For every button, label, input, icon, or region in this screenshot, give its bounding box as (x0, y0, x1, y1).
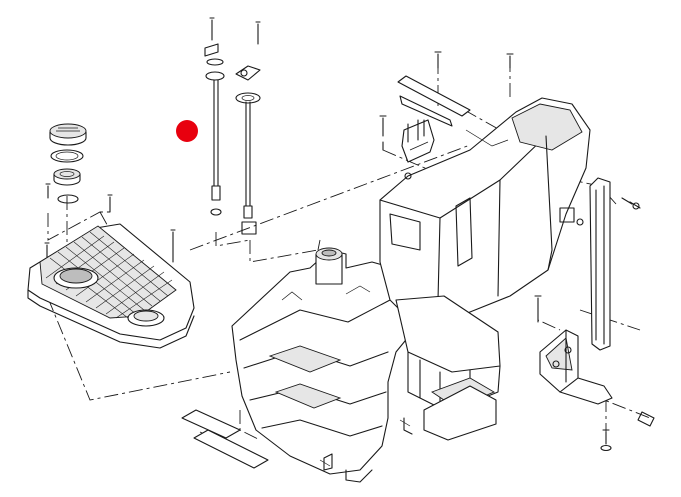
sender-rod-long (235, 21, 261, 235)
bracket-plate (379, 115, 435, 163)
filler-neck-flange (53, 168, 81, 186)
sender-rod-short (204, 17, 225, 216)
cap-seal-ring (50, 149, 84, 163)
filler-cap (49, 123, 87, 146)
neck-o-ring (57, 194, 79, 204)
side-mount-bracket (539, 329, 655, 452)
foot-pad-strips (181, 409, 333, 471)
rear-tank-section (379, 97, 591, 441)
main-tank-housing (231, 247, 421, 483)
grated-top-cover (27, 223, 195, 349)
side-strap (534, 177, 641, 351)
mounting-strap-upper (397, 51, 514, 127)
callout-marker (176, 120, 198, 142)
cover-grid-pattern (45, 231, 173, 319)
filler-cap-assembly (44, 123, 176, 263)
